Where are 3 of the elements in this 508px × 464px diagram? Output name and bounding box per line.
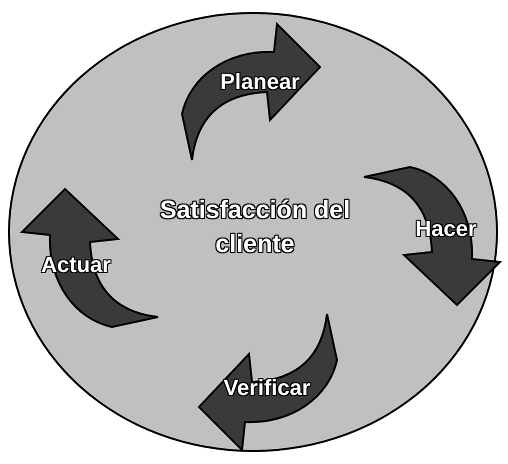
- step-label: Verificar: [224, 375, 310, 401]
- step-label: Planear: [220, 69, 300, 95]
- center-label: Satisfacción del cliente: [158, 195, 352, 260]
